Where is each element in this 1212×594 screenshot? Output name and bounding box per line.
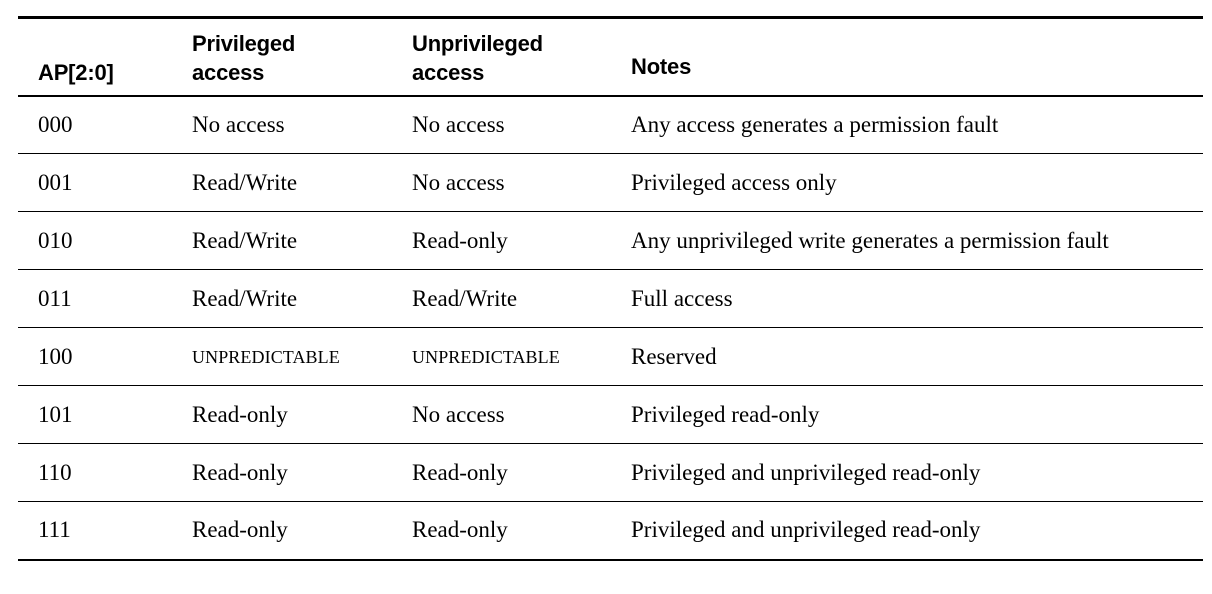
table-header: AP[2:0] Privileged access Unprivileged a… [18, 17, 1203, 96]
cell-notes: Privileged access only [631, 169, 837, 195]
cell-unprivileged-access: Read/Write [412, 285, 518, 311]
table-row: 101 Read-only No access Privileged read-onl… [18, 386, 1203, 444]
table-row: 111 Read-only Read-only Privileged and unpr… [18, 502, 1203, 560]
cell-notes: Full access [631, 285, 733, 311]
cell-notes: Privileged and unprivileged read-only [631, 517, 981, 543]
cell-privileged-access: Read-only [192, 401, 288, 427]
column-header-unprivileged-line1: Unprivileged [412, 30, 543, 56]
cell-privileged-access: Read-only [192, 517, 288, 543]
table-row: 110 Read-only Read-only Privileged and unpr… [18, 444, 1203, 502]
column-header-unprivileged-access: Unprivileged access [392, 18, 613, 96]
cell-ap-encoding: 001 [38, 169, 73, 195]
cell-unprivileged-access: No access [412, 111, 505, 137]
cell-unprivileged-access: No access [412, 169, 505, 195]
cell-notes: Privileged and unprivileged read-only [631, 459, 981, 485]
cell-privileged-access: Read/Write [192, 285, 298, 311]
cell-notes: Reserved [631, 343, 717, 369]
cell-ap-encoding: 011 [38, 285, 72, 311]
column-header-ap-line1: AP[2:0] [38, 59, 114, 85]
column-header-privileged-line1: Privileged [192, 30, 296, 56]
table-row: 000 No access No access Any access generate… [18, 96, 1203, 154]
cell-ap-encoding: 101 [38, 401, 73, 427]
table-body: 000 No access No access Any access generate… [18, 96, 1203, 560]
cell-unprivileged-access: UNPREDICTABLE [412, 346, 560, 367]
column-header-unprivileged-line2: access [412, 59, 485, 85]
column-header-privileged-line2: access [192, 59, 265, 85]
cell-notes: Privileged read-only [631, 401, 820, 427]
cell-notes: Any access generates a permission fault [631, 111, 999, 137]
column-header-notes-line1: Notes [631, 53, 692, 79]
column-header-ap: AP[2:0] [18, 18, 172, 96]
cell-privileged-access: Read/Write [192, 169, 298, 195]
cell-ap-encoding: 000 [38, 111, 73, 137]
cell-privileged-access: Read-only [192, 459, 288, 485]
cell-unprivileged-access: Read-only [412, 459, 508, 485]
cell-notes: Any unprivileged write generates a permi… [631, 227, 1109, 253]
cell-ap-encoding: 100 [38, 343, 73, 369]
cell-privileged-access: Read/Write [192, 227, 298, 253]
cell-unprivileged-access: Read-only [412, 227, 508, 253]
cell-ap-encoding: 010 [38, 227, 73, 253]
table-row: 011 Read/Write Read/Write Full access [18, 270, 1203, 328]
cell-privileged-access: No access [192, 111, 285, 137]
cell-privileged-access: UNPREDICTABLE [192, 346, 340, 367]
table-row: 001 Read/Write No access Privileged access … [18, 154, 1203, 212]
cell-unprivileged-access: Read-only [412, 517, 508, 543]
table-header-row: AP[2:0] Privileged access Unprivileged a… [18, 17, 1203, 96]
cell-unprivileged-access: No access [412, 401, 505, 427]
cell-ap-encoding: 111 [38, 517, 71, 543]
access-permissions-table: AP[2:0] Privileged access Unprivileged a… [18, 16, 1203, 561]
column-header-notes: Notes [613, 18, 1203, 96]
table-row: 100 UNPREDICTABLE UNPREDICTABLE Reserved [18, 328, 1203, 386]
table-row: 010 Read/Write Read-only Any unprivileged w… [18, 212, 1203, 270]
cell-ap-encoding: 110 [38, 459, 72, 485]
column-header-privileged-access: Privileged access [172, 18, 392, 96]
